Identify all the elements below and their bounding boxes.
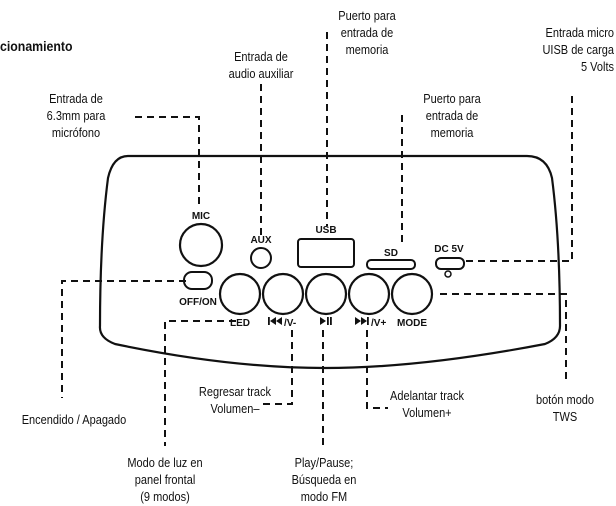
callout-next-volume: Adelantar track Volumen+ [375, 388, 479, 422]
callout-prev-volume-text: Regresar track Volumen– [198, 385, 272, 416]
callout-usb-slot: Puerto para entrada de memoria [319, 8, 416, 59]
callout-next-volume-text: Adelantar track Volumen+ [389, 389, 464, 420]
label-mode: MODE [397, 318, 427, 329]
page-title: cionamiento [0, 38, 73, 54]
next-button [347, 272, 391, 316]
label-next: /V+ [371, 318, 386, 329]
label-prev: /V- [284, 318, 296, 329]
panel-outline [98, 154, 562, 370]
callout-mic-input: Entrada de 6.3mm para micrófono [23, 91, 129, 142]
label-usb: USB [315, 225, 336, 236]
sd-slot [366, 259, 416, 270]
aux-jack [250, 247, 272, 269]
callout-tws-button-text: botón modo TWS [535, 393, 595, 424]
callout-micro-usb-text: Entrada micro UISB de carga 5 Volts [542, 26, 614, 74]
mic-jack [178, 222, 224, 268]
leader-tws [440, 293, 567, 384]
leader-prev [262, 330, 293, 405]
leader-next [366, 330, 388, 409]
leader-lines [61, 32, 573, 446]
usb-slot [297, 238, 355, 268]
callout-micro-usb: Entrada micro UISB de carga 5 Volts [510, 25, 614, 76]
play-pause-icon [320, 317, 332, 325]
label-led: LED [230, 318, 250, 329]
play-button [304, 272, 348, 316]
callout-aux-input-text: Entrada de audio auxiliar [228, 50, 294, 81]
prev-button [261, 272, 305, 316]
leader-power [61, 280, 186, 398]
label-aux: AUX [250, 235, 271, 246]
callout-power-text: Encendido / Apagado [21, 413, 127, 427]
leader-micro-usb [466, 96, 573, 262]
power-switch [183, 271, 213, 290]
callout-led-mode: Modo de luz en panel frontal (9 modos) [113, 455, 217, 506]
callout-tws-button: botón modo TWS [525, 392, 606, 426]
label-sd: SD [384, 248, 398, 259]
dc-port [435, 257, 465, 270]
dc-indicator [444, 270, 452, 278]
callout-play-pause-text: Play/Pause; Búsqueda en modo FM [291, 456, 357, 504]
mode-button [390, 272, 434, 316]
callout-usb-slot-text: Puerto para entrada de memoria [338, 9, 396, 57]
callout-play-pause: Play/Pause; Búsqueda en modo FM [278, 455, 370, 506]
led-button [218, 272, 262, 316]
leader-mic [135, 116, 200, 206]
callout-power: Encendido / Apagado [12, 412, 135, 429]
callout-aux-input: Entrada de audio auxiliar [207, 49, 314, 83]
callout-sd-slot: Puerto para entrada de memoria [404, 91, 501, 142]
callout-led-mode-text: Modo de luz en panel frontal (9 modos) [127, 456, 203, 504]
label-dc: DC 5V [434, 244, 464, 255]
label-offon: OFF/ON [179, 297, 217, 308]
callout-sd-slot-text: Puerto para entrada de memoria [423, 92, 481, 140]
label-mic: MIC [192, 211, 210, 222]
skip-back-icon [268, 317, 282, 325]
callout-mic-input-text: Entrada de 6.3mm para micrófono [46, 92, 106, 140]
callout-prev-volume: Regresar track Volumen– [187, 384, 284, 418]
skip-forward-icon [355, 317, 369, 325]
